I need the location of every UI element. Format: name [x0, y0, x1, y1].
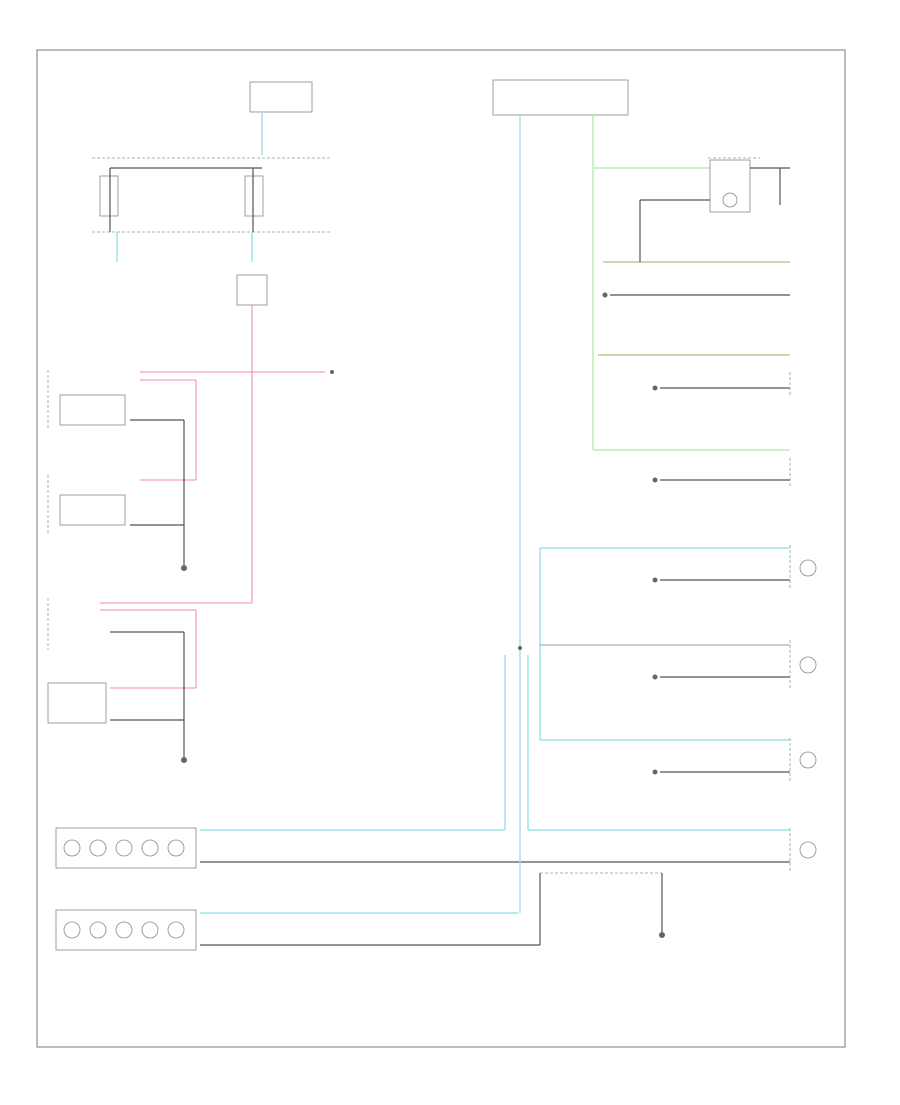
central-timer-module: [789, 828, 817, 872]
liftgate-switch: [47, 475, 126, 535]
diagram-frame: [36, 49, 846, 1048]
ground-icon: [652, 769, 658, 775]
left-door-switch: [47, 370, 126, 430]
seat-lamps-lower: [55, 909, 197, 951]
right-door-lock-switch: [47, 682, 107, 724]
ground-g1-icon: [181, 565, 187, 571]
central-junction-box: [236, 274, 268, 306]
courtesy-lamp: [789, 640, 817, 688]
hot-at-all-times-fuse-box: [249, 81, 313, 113]
map-light: [789, 545, 817, 590]
ground-icon: [652, 577, 658, 583]
connector-node: [330, 370, 334, 374]
ground-g3-icon: [659, 932, 665, 938]
ground-icon: [652, 477, 658, 483]
splice-node: [518, 646, 522, 650]
rear-reading-lamp: [789, 738, 817, 782]
ground-icon: [652, 385, 658, 391]
ground-icon: [652, 674, 658, 680]
fuse-junction-box: [92, 157, 330, 233]
dome-lamp: [708, 157, 760, 213]
instrument-cluster: [492, 79, 629, 116]
ground-g2-icon: [181, 757, 187, 763]
ground-g4-icon: [602, 292, 608, 298]
seat-lamps-upper: [55, 827, 197, 869]
